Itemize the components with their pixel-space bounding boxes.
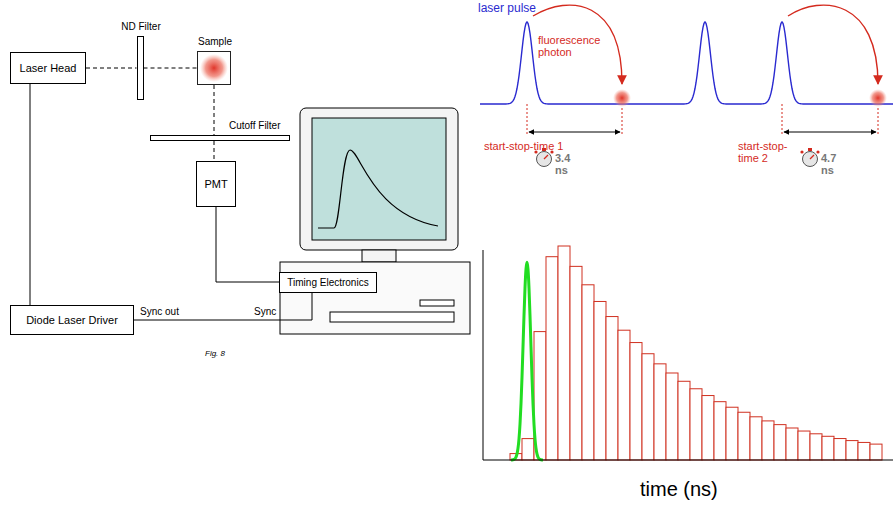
drive-slot [420, 300, 454, 306]
light-path [86, 68, 137, 69]
histogram-bars [510, 246, 882, 460]
node-label: Timing Electronics [287, 277, 368, 288]
port-label: Sync [254, 306, 276, 317]
histogram-bar [834, 439, 846, 460]
node-label: Diode Laser Driver [26, 314, 118, 326]
port-label: Sync out [140, 306, 179, 317]
sample-spot [198, 52, 230, 84]
pmt-box: PMT [196, 161, 236, 207]
interval-arrow [784, 132, 876, 133]
computer-base [280, 262, 470, 334]
histogram-bar [594, 301, 606, 460]
histogram-bar [690, 389, 702, 460]
emission-arrow [533, 5, 622, 84]
histogram-bar [726, 407, 738, 460]
histogram-bar [798, 431, 810, 460]
node-label: Sample [198, 36, 232, 47]
histogram-bar [570, 266, 582, 460]
histogram-bar [846, 441, 858, 460]
histogram-bar [762, 421, 774, 460]
stopwatch-icon [800, 148, 819, 167]
monitor-neck [362, 250, 396, 262]
sample-cuvette: Sample [197, 51, 231, 85]
histogram-bar [702, 396, 714, 460]
laser-head-box: Laser Head [10, 52, 86, 84]
histogram-bar [558, 246, 570, 460]
histogram-bar [606, 317, 618, 460]
laser-pulse-curve [480, 22, 893, 104]
interval-value: 4.7 ns [821, 152, 845, 176]
histogram-bar [630, 343, 642, 460]
histogram-bar [678, 381, 690, 460]
histogram-bar [810, 434, 822, 460]
histogram-bar [858, 442, 870, 460]
axis-title: time (ns) [640, 478, 718, 500]
figure-number: Fig. 8 [205, 350, 225, 359]
node-label: Cutoff Filter [229, 120, 281, 131]
time-markers [527, 104, 878, 136]
drive-slot [330, 312, 454, 322]
light-path [144, 68, 198, 69]
x-axis [483, 460, 893, 461]
histogram-bar [786, 428, 798, 460]
histogram-bar [750, 417, 762, 460]
nd-filter: ND Filter [137, 36, 144, 100]
node-label: ND Filter [121, 21, 160, 32]
histogram-bar [618, 330, 630, 460]
screen [312, 118, 446, 240]
signal-cable [134, 293, 312, 321]
emission-arrow [788, 5, 878, 84]
cutoff-filter: Cutoff Filter [150, 135, 290, 141]
signal-cable [216, 207, 279, 282]
node-label: PMT [204, 178, 227, 190]
laser-driver-box: Diode Laser Driver [10, 305, 134, 335]
histogram-bar [666, 373, 678, 460]
histogram-bar [654, 364, 666, 460]
light-path [214, 141, 215, 161]
timing-electronics-box: Timing Electronics [279, 272, 377, 293]
histogram-bar [546, 257, 558, 460]
interval-arrow [529, 132, 620, 133]
y-axis [483, 250, 484, 460]
histogram-bar [522, 439, 534, 460]
histogram-bar [870, 444, 882, 460]
photon-label: fluorescence photon [538, 34, 602, 58]
pulse-label: laser pulse [478, 2, 536, 15]
histogram-bar [774, 425, 786, 460]
histogram-bar [582, 285, 594, 460]
histogram-bar [822, 436, 834, 460]
histogram-bar [738, 412, 750, 460]
histogram-bar [714, 402, 726, 460]
interval-label: start-stop-time 2 [738, 140, 798, 164]
fluorescence-photon [613, 89, 631, 107]
interval-value: 3.4 ns [555, 152, 579, 176]
light-path [214, 85, 215, 135]
node-label: Laser Head [20, 62, 77, 74]
fluorescence-photon [869, 89, 887, 107]
monitor [300, 108, 458, 250]
screen-decay-curve [318, 150, 438, 228]
signal-cable [30, 84, 31, 305]
instrument-response [511, 262, 543, 460]
histogram-bar [642, 354, 654, 460]
interval-label: start-stop-time 1 [484, 140, 564, 152]
